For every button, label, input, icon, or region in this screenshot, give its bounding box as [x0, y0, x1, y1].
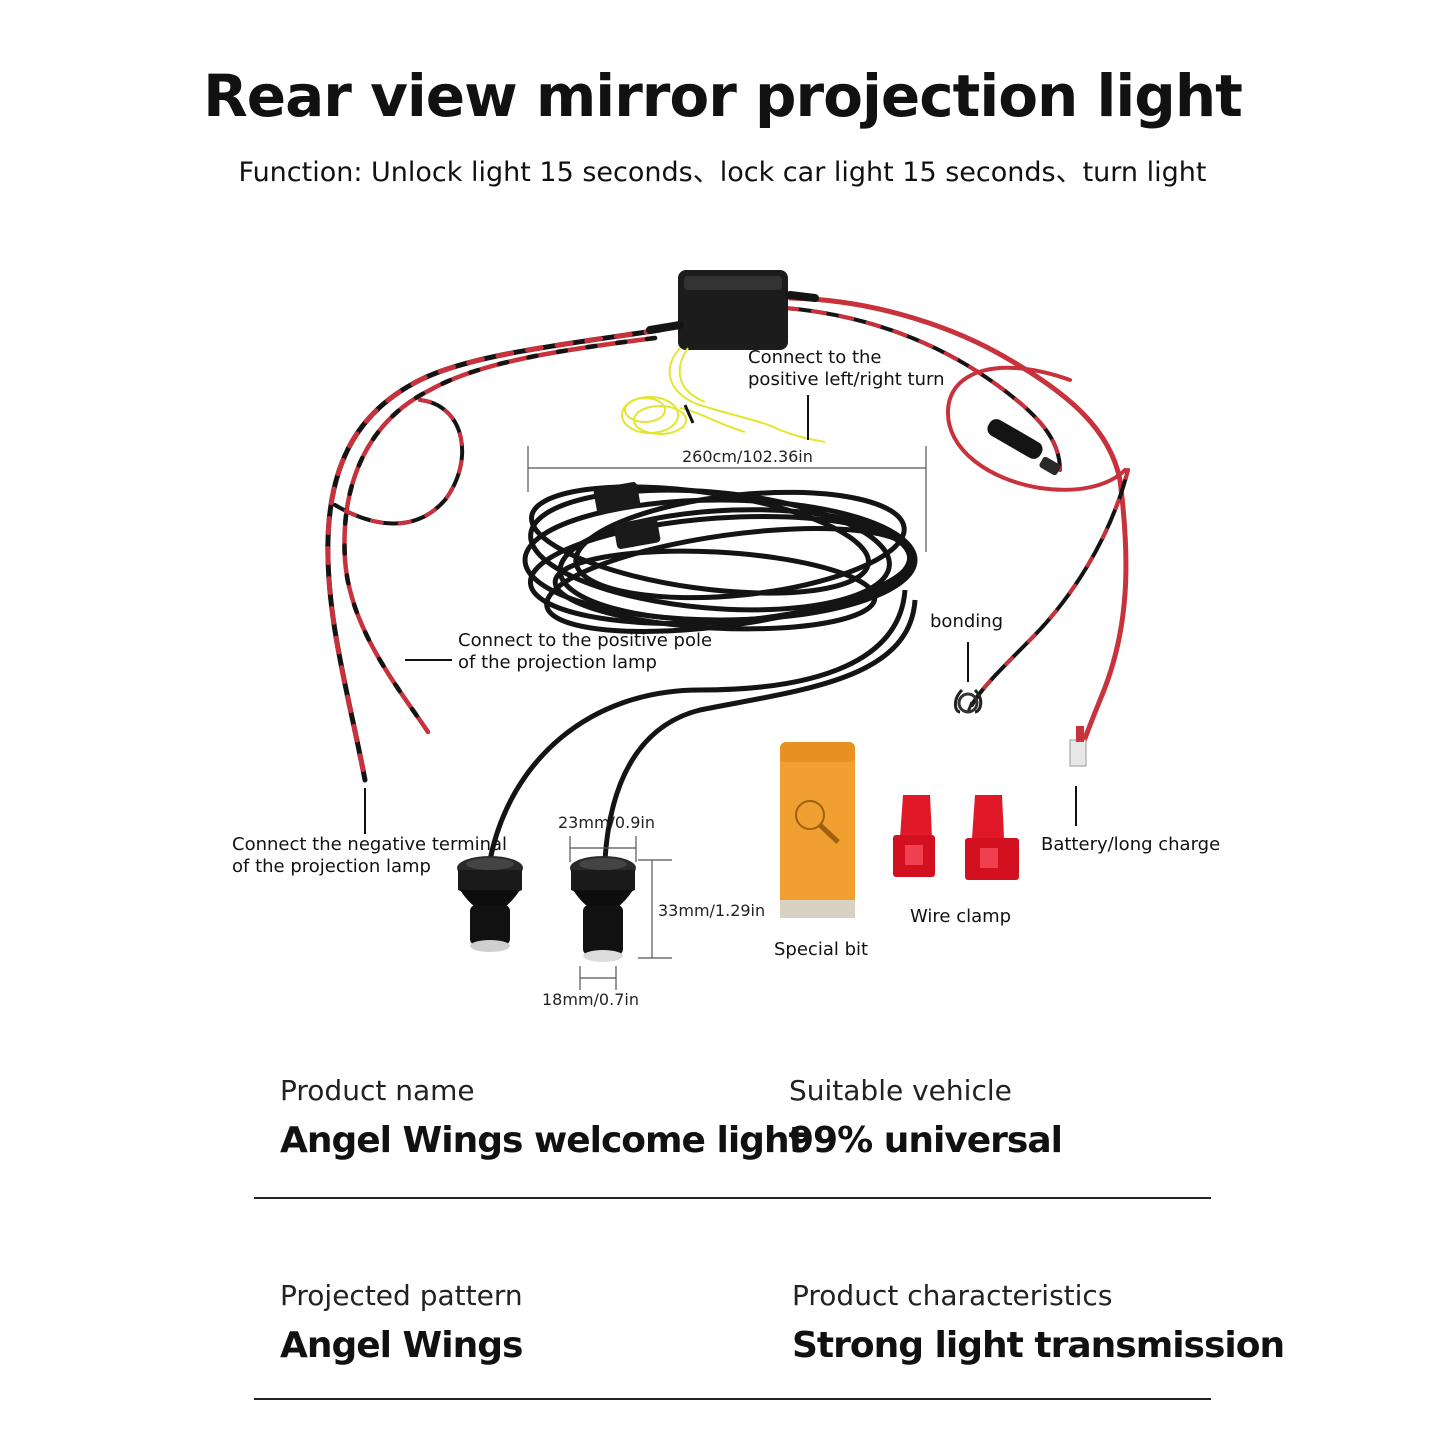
wire-clamp-1: [893, 795, 935, 877]
bonding-label: bonding: [930, 611, 1004, 632]
suitable-vehicle-label: Suitable vehicle: [789, 1074, 1012, 1107]
projected-pattern-label: Projected pattern: [280, 1279, 523, 1312]
projection-lamp-1: [457, 856, 523, 952]
product-characteristics-label: Product characteristics: [792, 1279, 1113, 1312]
coiled-cable: [522, 484, 918, 634]
right-wire-harness: [783, 295, 1130, 763]
product-name-value: Angel Wings welcome light: [280, 1120, 806, 1161]
wire-clamp-2: [965, 795, 1019, 880]
ring-terminal: [953, 688, 983, 714]
length-dimension-label: 260cm/102.36in: [682, 447, 813, 466]
divider-line: [254, 1197, 1211, 1199]
yellow-turn-wire: [621, 347, 826, 443]
lamp-leads: [487, 589, 918, 861]
control-box: [646, 270, 819, 350]
left-wire-harness: [325, 327, 663, 783]
projected-pattern-value: Angel Wings: [280, 1325, 523, 1366]
projection-lamp-2: [570, 856, 636, 962]
turn-label-line2: positive left/right turn: [748, 369, 945, 390]
product-name-label: Product name: [280, 1074, 475, 1107]
negative-terminal-label-line2: of the projection lamp: [232, 856, 431, 877]
suitable-vehicle-value: 99% universal: [789, 1120, 1063, 1161]
pointer-lines: [364, 395, 1077, 834]
bottom-width-dimension-label: 18mm/0.7in: [542, 990, 639, 1009]
function-subtitle: Function: Unlock light 15 seconds、lock c…: [238, 157, 1207, 188]
height-dimension-label: 33mm/1.29in: [658, 901, 766, 920]
fuse-holder: [987, 419, 1061, 476]
battery-terminal: [1069, 726, 1087, 767]
cable-tie: [683, 404, 695, 424]
top-width-dimension-label: 23mm/0.9in: [558, 813, 655, 832]
turn-label-line1: Connect to the: [748, 347, 882, 368]
battery-label: Battery/long charge: [1041, 834, 1221, 855]
positive-pole-label-line2: of the projection lamp: [458, 652, 657, 673]
special-bit-label: Special bit: [774, 939, 869, 960]
product-characteristics-value: Strong light transmission: [792, 1325, 1285, 1366]
dimension-lines: [527, 446, 927, 990]
divider-line: [254, 1398, 1211, 1400]
cable-connectors: [593, 482, 661, 549]
wire-clamp-label: Wire clamp: [910, 906, 1012, 927]
special-bit-box: [780, 742, 855, 918]
page-title: Rear view mirror projection light: [203, 62, 1243, 130]
negative-terminal-label-line1: Connect the negative terminal: [232, 834, 508, 855]
positive-pole-label-line1: Connect to the positive pole: [458, 630, 713, 651]
